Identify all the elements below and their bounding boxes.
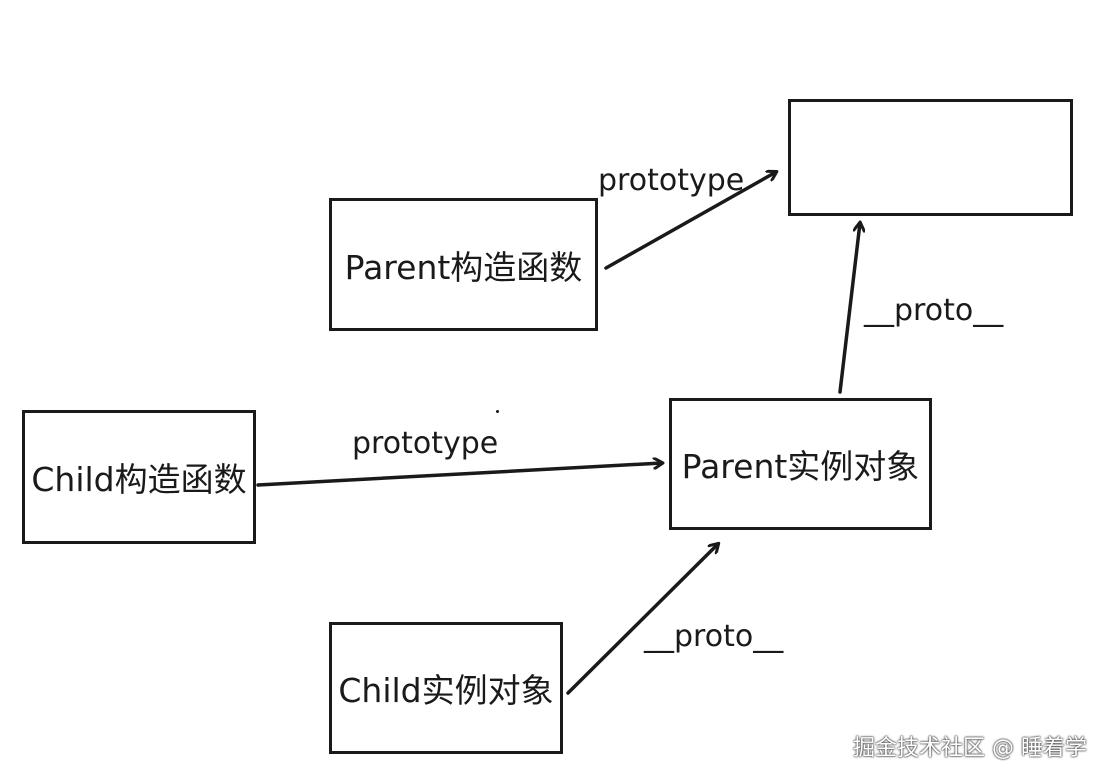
arrow-parent-prototype (604, 172, 776, 270)
parent-instance-box: Parent实例对象 (669, 398, 932, 530)
edge-label-child-instance-proto: __proto__ (644, 619, 784, 654)
arrow-child-prototype (256, 463, 662, 487)
child-constructor-label: Child构造函数 (31, 460, 247, 499)
prototype-object-box (788, 99, 1073, 216)
child-instance-label: Child实例对象 (338, 671, 554, 710)
edge-label-parent-prototype: prototype (598, 163, 745, 198)
watermark-text: 掘金技术社区 @ 睡着学 (853, 736, 1087, 761)
edge-label-parent-instance-proto: __proto__ (864, 293, 1004, 328)
child-instance-box: Child实例对象 (329, 622, 563, 754)
child-constructor-box: Child构造函数 (22, 410, 256, 544)
parent-instance-label: Parent实例对象 (681, 447, 920, 486)
arrow-parent-instance-proto (838, 223, 860, 394)
edge-label-child-prototype: prototype (352, 426, 499, 461)
arrow-child-instance-proto (566, 544, 718, 695)
stray-dot (496, 410, 499, 413)
parent-constructor-box: Parent构造函数 (329, 198, 598, 331)
parent-constructor-label: Parent构造函数 (344, 247, 583, 287)
